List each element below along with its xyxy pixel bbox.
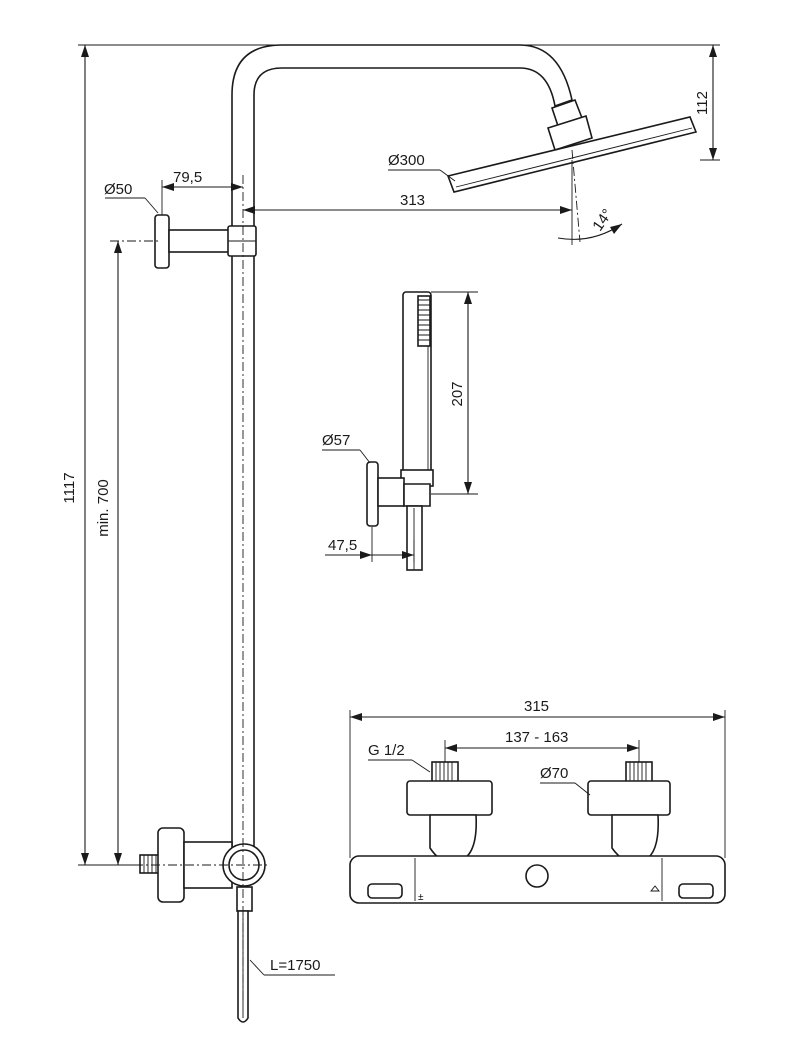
dim-head-height: 112 — [694, 91, 711, 115]
dim-inlet-spacing: 137 - 163 — [505, 729, 568, 746]
dim-bracket-offset: 79,5 — [173, 169, 202, 186]
dim-mixer-width: 315 — [524, 698, 549, 715]
dim-total-height: 1117 — [61, 472, 78, 503]
dim-min-height: min. 700 — [95, 479, 112, 537]
dim-hose-length: L=1750 — [270, 957, 320, 974]
dim-head-diameter: Ø300 — [388, 152, 425, 169]
dimension-lines — [78, 44, 726, 1000]
mixer-front-view: ± — [349, 761, 726, 904]
shower-column — [231, 44, 593, 871]
dim-hand-holder-diameter: Ø57 — [322, 432, 350, 449]
dim-arm-reach: 313 — [400, 192, 425, 209]
dim-bracket-diameter: Ø50 — [104, 181, 132, 198]
hand-shower — [366, 291, 434, 571]
dim-hand-holder-offset: 47,5 — [328, 537, 357, 554]
dim-hand-shower-length: 207 — [449, 381, 466, 406]
dim-escutcheon-diameter: Ø70 — [540, 765, 568, 782]
wall-bracket — [154, 214, 257, 269]
plus-minus-symbol: ± — [418, 892, 424, 903]
dim-thread-size: G 1/2 — [368, 742, 405, 759]
